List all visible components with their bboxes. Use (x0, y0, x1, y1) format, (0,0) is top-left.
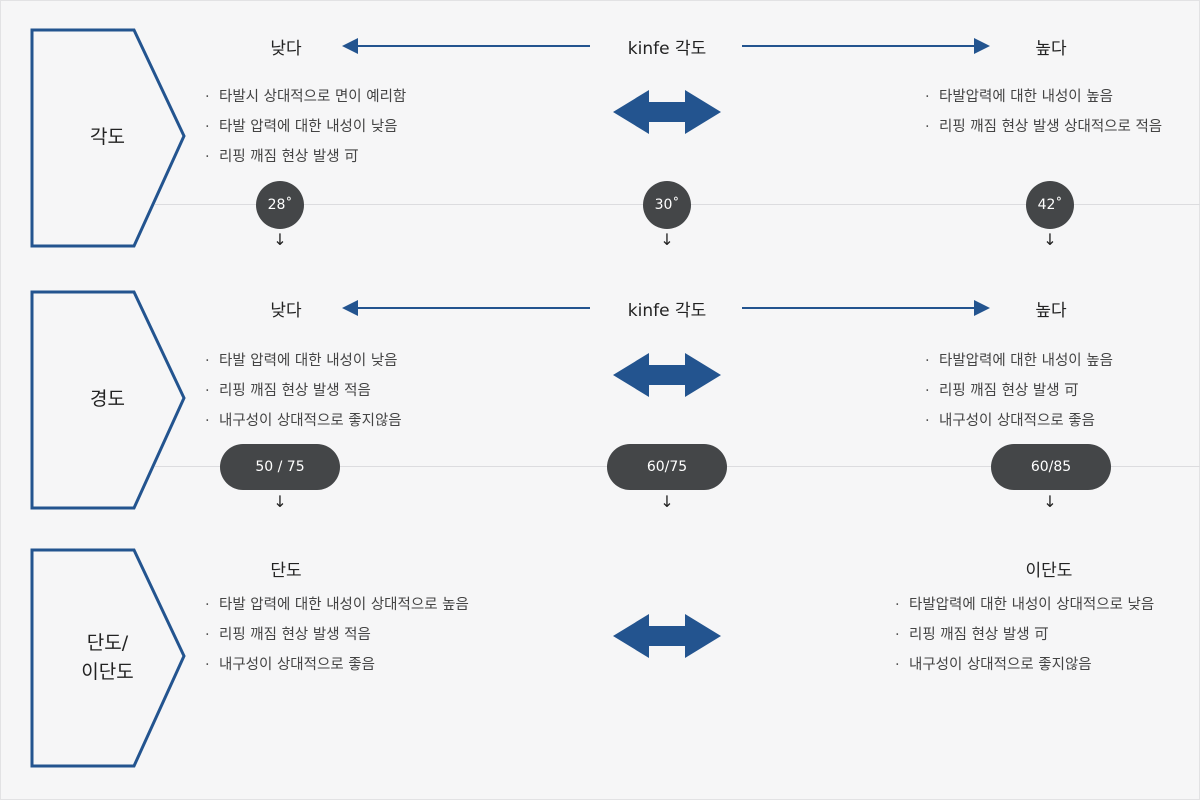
angle-badge-high: 42˚ (1026, 181, 1074, 229)
chevron-shape (30, 28, 186, 248)
chevron-shape (30, 548, 186, 768)
list-item: 타발압력에 대한 내성이 상대적으로 낮음 (895, 590, 1154, 620)
section-label: 단도/ 이단도 (81, 631, 134, 683)
list-item: 타발 압력에 대한 내성이 낮음 (205, 112, 406, 142)
section-blade-type: 단도/ 이단도 단도 이단도 타발 압력에 대한 내성이 상대적으로 높음 리핑… (0, 548, 1200, 770)
left-arrow-icon (342, 38, 590, 54)
high-label: 높다 (1035, 301, 1067, 321)
right-arrow-icon (742, 300, 990, 316)
hardness-badge-high: 60/85 (991, 444, 1111, 490)
down-arrow-icon: ↓ (1043, 492, 1057, 511)
chevron-shape (30, 290, 186, 510)
left-bullet-list: 타발 압력에 대한 내성이 상대적으로 높음 리핑 깨짐 현상 발생 적음 내구… (205, 590, 469, 680)
hardness-badge-low: 50 / 75 (220, 444, 340, 490)
list-item: 내구성이 상대적으로 좋지않음 (205, 406, 402, 436)
list-item: 리핑 깨짐 현상 발생 상대적으로 적음 (925, 112, 1162, 142)
list-item: 타발압력에 대한 내성이 높음 (925, 82, 1162, 112)
list-item: 리핑 깨짐 현상 발생 可 (925, 376, 1113, 406)
section-hardness: 경도 낮다 kinfe 각도 높다 타발 압력에 대한 내성이 낮음 리핑 깨짐… (0, 290, 1200, 511)
double-arrow-icon (613, 614, 721, 658)
double-arrow-icon (613, 353, 721, 397)
list-item: 내구성이 상대적으로 좋음 (925, 406, 1113, 436)
low-label: 낮다 (270, 301, 302, 321)
center-label: kinfe 각도 (627, 301, 707, 321)
down-arrow-icon: ↓ (1043, 230, 1057, 249)
left-bullet-list: 타발 압력에 대한 내성이 낮음 리핑 깨짐 현상 발생 적음 내구성이 상대적… (205, 346, 402, 436)
down-arrow-icon: ↓ (273, 230, 287, 249)
section-label: 각도 (90, 126, 125, 149)
hardness-badge-mid: 60/75 (607, 444, 727, 490)
list-item: 내구성이 상대적으로 좋지않음 (895, 650, 1154, 680)
list-item: 리핑 깨짐 현상 발생 可 (205, 142, 406, 172)
list-item: 타발 압력에 대한 내성이 낮음 (205, 346, 402, 376)
list-item: 리핑 깨짐 현상 발생 적음 (205, 620, 469, 650)
right-bullet-list: 타발압력에 대한 내성이 상대적으로 낮음 리핑 깨짐 현상 발생 可 내구성이… (895, 590, 1154, 680)
high-label: 높다 (1035, 39, 1067, 59)
low-label: 단도 (270, 561, 302, 581)
left-bullet-list: 타발시 상대적으로 면이 예리함 타발 압력에 대한 내성이 낮음 리핑 깨짐 … (205, 82, 406, 172)
down-arrow-icon: ↓ (273, 492, 287, 511)
list-item: 리핑 깨짐 현상 발생 可 (895, 620, 1154, 650)
right-arrow-icon (742, 38, 990, 54)
high-label: 이단도 (1025, 561, 1073, 581)
low-label: 낮다 (270, 39, 302, 59)
list-item: 타발시 상대적으로 면이 예리함 (205, 82, 406, 112)
down-arrow-icon: ↓ (660, 492, 674, 511)
down-arrow-icon: ↓ (660, 230, 674, 249)
list-item: 리핑 깨짐 현상 발생 적음 (205, 376, 402, 406)
center-label: kinfe 각도 (627, 39, 707, 59)
left-arrow-icon (342, 300, 590, 316)
right-bullet-list: 타발압력에 대한 내성이 높음 리핑 깨짐 현상 발생 상대적으로 적음 (925, 82, 1162, 142)
right-bullet-list: 타발압력에 대한 내성이 높음 리핑 깨짐 현상 발생 可 내구성이 상대적으로… (925, 346, 1113, 436)
list-item: 타발압력에 대한 내성이 높음 (925, 346, 1113, 376)
list-item: 타발 압력에 대한 내성이 상대적으로 높음 (205, 590, 469, 620)
list-item: 내구성이 상대적으로 좋음 (205, 650, 469, 680)
double-arrow-icon (613, 90, 721, 134)
angle-badge-mid: 30˚ (643, 181, 691, 229)
section-label: 경도 (90, 388, 125, 411)
angle-badge-low: 28˚ (256, 181, 304, 229)
section-angle: 각도 낮다 kinfe 각도 높다 타발시 상대적으로 면이 예리함 타발 압력… (0, 28, 1200, 250)
